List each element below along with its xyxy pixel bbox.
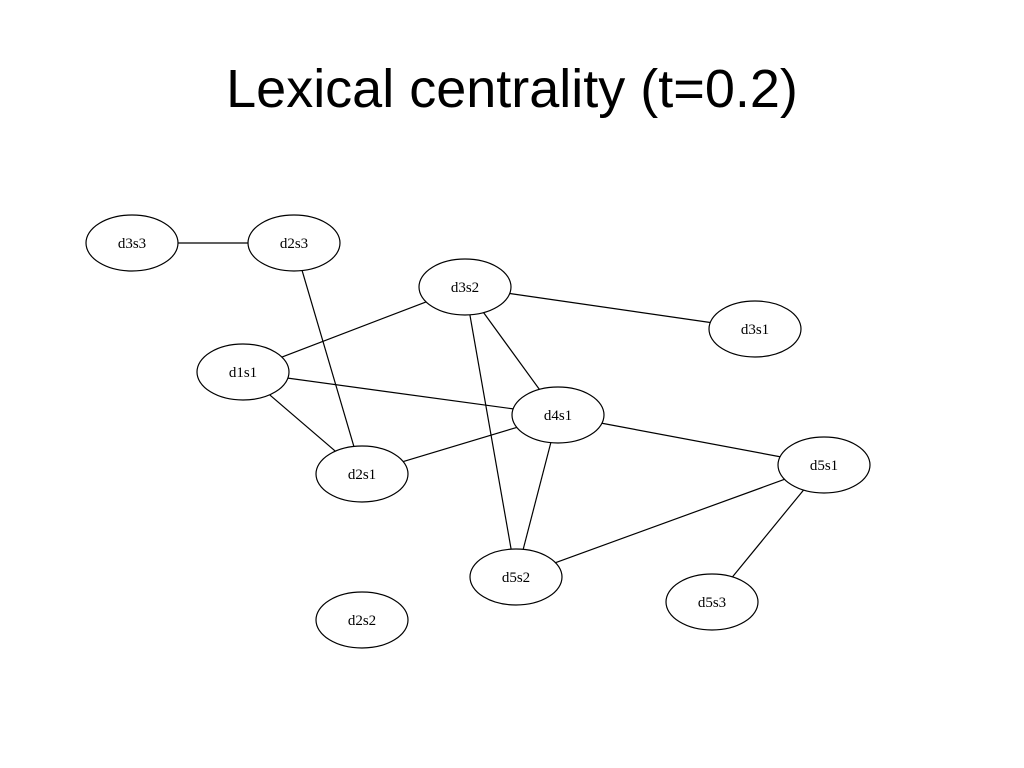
edge-d1s1-d2s1 (269, 394, 336, 452)
node-ellipse (469, 548, 563, 606)
edge-d3s2-d4s1 (483, 312, 540, 390)
edge-d4s1-d2s1 (403, 426, 517, 463)
edge-d5s1-d5s3 (732, 489, 804, 578)
node-d1s1: d1s1 (196, 343, 290, 401)
node-ellipse (85, 214, 179, 272)
node-label: d2s1 (348, 467, 376, 483)
node-ellipse (315, 591, 409, 649)
node-label: d5s1 (810, 458, 838, 474)
node-d5s1: d5s1 (777, 436, 871, 494)
slide-title: Lexical centrality (t=0.2) (226, 59, 798, 119)
node-ellipse (511, 386, 605, 444)
node-label: d2s2 (348, 613, 376, 629)
node-label: d2s3 (280, 236, 308, 252)
node-ellipse (196, 343, 290, 401)
graph-edges (178, 242, 804, 578)
node-d5s3: d5s3 (665, 573, 759, 631)
edge-d2s3-d2s1 (301, 270, 355, 447)
node-d2s2: d2s2 (315, 591, 409, 649)
edge-d5s1-d5s2 (555, 478, 785, 564)
node-ellipse (777, 436, 871, 494)
node-d3s1: d3s1 (708, 300, 802, 358)
node-d4s1: d4s1 (511, 386, 605, 444)
node-label: d5s2 (502, 570, 530, 586)
node-ellipse (418, 258, 512, 316)
node-d5s2: d5s2 (469, 548, 563, 606)
edge-d3s2-d3s1 (509, 292, 711, 324)
node-ellipse (315, 445, 409, 503)
node-label: d4s1 (544, 408, 572, 424)
edge-d3s2-d1s1 (281, 301, 427, 358)
node-label: d3s3 (118, 236, 146, 252)
node-d3s2: d3s2 (418, 258, 512, 316)
node-label: d3s2 (451, 280, 479, 296)
graph-nodes: d3s3 d2s3 d3s2 d3s1 d1s1 d4s1 d2s1 d5s1 d5s2 d5s3… (85, 214, 871, 649)
node-d2s3: d2s3 (247, 214, 341, 272)
edge-d3s2-d5s2 (469, 314, 512, 550)
edge-d4s1-d5s2 (522, 442, 552, 550)
node-ellipse (247, 214, 341, 272)
node-d2s1: d2s1 (315, 445, 409, 503)
node-ellipse (665, 573, 759, 631)
node-d3s3: d3s3 (85, 214, 179, 272)
edge-d1s1-d4s1 (287, 377, 514, 410)
node-label: d1s1 (229, 365, 257, 381)
edge-d4s1-d5s1 (601, 422, 781, 458)
node-ellipse (708, 300, 802, 358)
node-label: d3s1 (741, 322, 769, 338)
node-label: d5s3 (698, 595, 726, 611)
